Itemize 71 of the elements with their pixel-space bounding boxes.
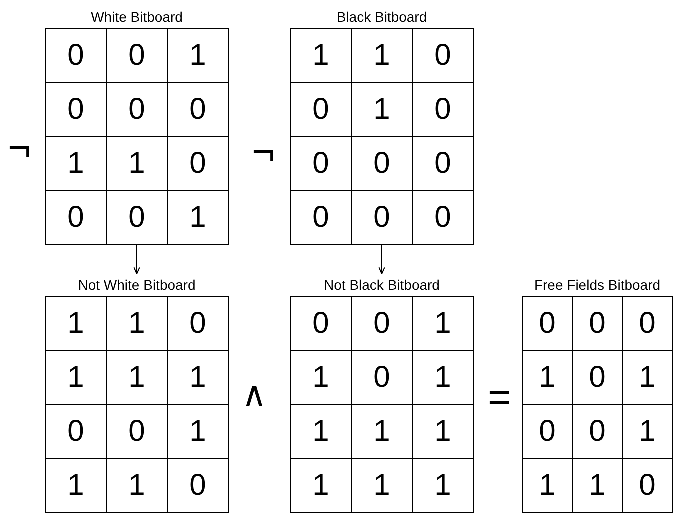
bit-value: 1 [291,405,352,459]
bit-value: 0 [352,137,413,191]
bit-value: 0 [623,297,673,351]
bit-value: 1 [168,29,229,83]
bit-value: 0 [291,191,352,245]
bit-value: 0 [352,351,413,405]
bit-value: 0 [573,297,623,351]
bit-value: 1 [168,405,229,459]
bit-value: 1 [352,29,413,83]
bit-value: 1 [168,351,229,405]
bitboard-title: White Bitboard [91,8,183,27]
bit-value: 1 [291,351,352,405]
bitboard-title: Not Black Bitboard [324,276,440,295]
bit-value: 1 [413,405,474,459]
bit-value: 0 [168,83,229,137]
operator-symbol: ¬ [8,128,32,168]
bit-value: 0 [46,405,107,459]
bit-value: 1 [623,351,673,405]
bit-value: 1 [523,351,573,405]
bit-value: 1 [107,297,168,351]
bit-value: 1 [413,351,474,405]
bit-value: 0 [523,297,573,351]
bit-value: 1 [413,459,474,513]
bit-value: 1 [46,297,107,351]
bit-value: 1 [573,459,623,513]
bit-value: 0 [413,191,474,245]
operator-symbol: ∧ [242,378,267,412]
bit-value: 0 [107,83,168,137]
bit-value: 0 [413,137,474,191]
bit-value: 0 [46,83,107,137]
bit-value: 0 [168,297,229,351]
bit-value: 1 [107,137,168,191]
bit-value: 0 [573,351,623,405]
bitboard-title: Free Fields Bitboard [534,276,661,295]
bit-value: 0 [291,137,352,191]
bit-value: 0 [413,83,474,137]
bit-value: 0 [107,191,168,245]
bit-value: 0 [168,459,229,513]
bit-value: 0 [46,29,107,83]
bit-value: 1 [168,191,229,245]
bit-value: 1 [107,459,168,513]
bit-value: 1 [107,351,168,405]
bitboard-title: Not White Bitboard [78,276,196,295]
bit-value: 1 [291,459,352,513]
bit-value: 0 [523,405,573,459]
bit-value: 1 [623,405,673,459]
bit-value: 1 [46,351,107,405]
bit-value: 1 [46,459,107,513]
bit-value: 1 [352,83,413,137]
bit-value: 0 [107,29,168,83]
operator-symbol: ¬ [252,132,276,172]
arrow [134,244,140,275]
bit-value: 0 [352,297,413,351]
bit-value: 0 [107,405,168,459]
bit-value: 0 [352,191,413,245]
bit-value: 1 [352,459,413,513]
bit-value: 0 [291,83,352,137]
arrow [378,244,386,275]
bit-value: 1 [523,459,573,513]
bit-value: 0 [291,297,352,351]
bit-value: 0 [168,137,229,191]
bit-value: 1 [352,405,413,459]
bit-value: 0 [573,405,623,459]
bit-value: 1 [413,297,474,351]
bit-value: 0 [46,191,107,245]
bitboard-title: Black Bitboard [336,8,428,27]
bit-value: 1 [291,29,352,83]
bit-value: 1 [46,137,107,191]
bit-value: 0 [623,459,673,513]
operator-symbol: = [488,378,512,418]
bit-value: 0 [413,29,474,83]
